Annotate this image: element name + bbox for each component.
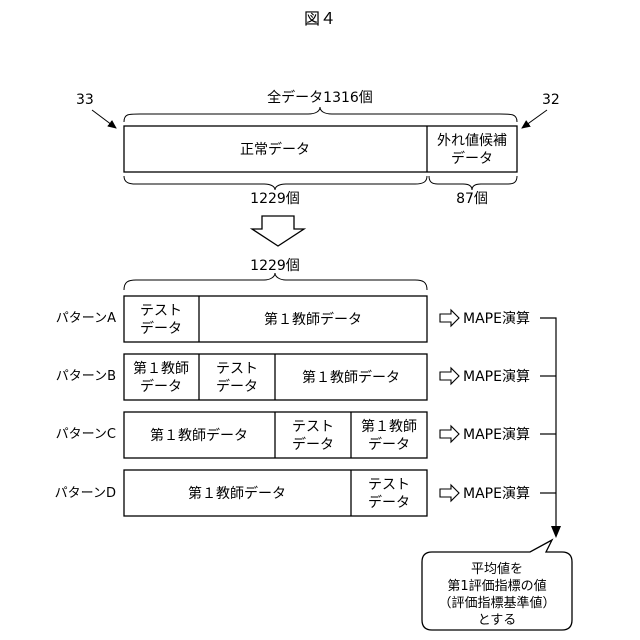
normal-count-brace xyxy=(124,176,427,190)
pattern-d-mape-label: MAPE演算 xyxy=(463,486,530,502)
pattern-b-label: パターンB xyxy=(56,369,116,384)
pattern-c-test-line1: テスト xyxy=(292,419,334,435)
pattern-b-teacher: 第１教師データ xyxy=(302,369,400,386)
figure-title: 図４ xyxy=(304,9,336,28)
pattern-c-mape-label: MAPE演算 xyxy=(463,427,530,443)
ref-arrow-left xyxy=(92,110,116,128)
pattern-c-teacher: 第１教師データ xyxy=(150,427,248,444)
outlier-count-brace xyxy=(429,176,517,190)
pattern-b-teacher-line2: データ xyxy=(140,378,182,395)
ref-number-left: 33 xyxy=(76,92,94,108)
pattern-c-label: パターンC xyxy=(56,427,116,442)
down-block-arrow-icon xyxy=(252,216,304,246)
ref-number-right: 32 xyxy=(542,92,560,108)
total-brace xyxy=(124,107,517,122)
pattern-d-test-line2: データ xyxy=(368,494,410,511)
pattern-c-teacher-line1: 第１教師 xyxy=(361,418,417,435)
aggregate-arrowhead-icon xyxy=(551,526,561,538)
lower-count-brace xyxy=(124,273,427,290)
pattern-c-right-arrow-icon xyxy=(440,426,459,442)
pattern-d-label: パターンD xyxy=(55,486,116,501)
pattern-d-right-arrow-icon xyxy=(440,485,459,501)
pattern-b-right-arrow-icon xyxy=(440,368,459,384)
pattern-a-teacher: 第１教師データ xyxy=(264,311,362,328)
callout-line2: 第1評価指標の値 xyxy=(447,578,546,594)
pattern-c-teacher-line2: データ xyxy=(368,436,410,453)
lower-count-label: 1229個 xyxy=(250,258,300,274)
normal-data-label: 正常データ xyxy=(240,141,310,158)
pattern-b-test-line1: テスト xyxy=(216,361,258,377)
callout-line3: （評価指標基準値） xyxy=(438,595,555,611)
pattern-b-mape-label: MAPE演算 xyxy=(463,369,530,385)
callout-line4: とする xyxy=(478,613,517,628)
pattern-c-test-line2: データ xyxy=(292,436,334,453)
pattern-d-teacher: 第１教師データ xyxy=(188,485,286,502)
pattern-a-mape-label: MAPE演算 xyxy=(463,311,530,327)
pattern-b-test-line2: データ xyxy=(216,378,258,395)
pattern-a-right-arrow-icon xyxy=(440,310,459,326)
pattern-d-test-line1: テスト xyxy=(368,477,410,493)
outlier-label-line1: 外れ値候補 xyxy=(437,133,507,149)
pattern-a-test-line2: データ xyxy=(140,320,182,337)
outlier-count-label: 87個 xyxy=(456,191,488,207)
total-label: 全データ1316個 xyxy=(267,89,373,106)
pattern-a-test-line1: テスト xyxy=(140,303,182,319)
pattern-b-teacher-line1: 第１教師 xyxy=(133,360,189,377)
aggregate-line xyxy=(540,318,556,532)
outlier-label-line2: データ xyxy=(451,150,493,167)
ref-arrow-right xyxy=(522,110,547,128)
normal-count-label: 1229個 xyxy=(250,191,300,207)
pattern-a-label: パターンA xyxy=(56,311,116,326)
callout-line1: 平均値を xyxy=(471,561,523,577)
